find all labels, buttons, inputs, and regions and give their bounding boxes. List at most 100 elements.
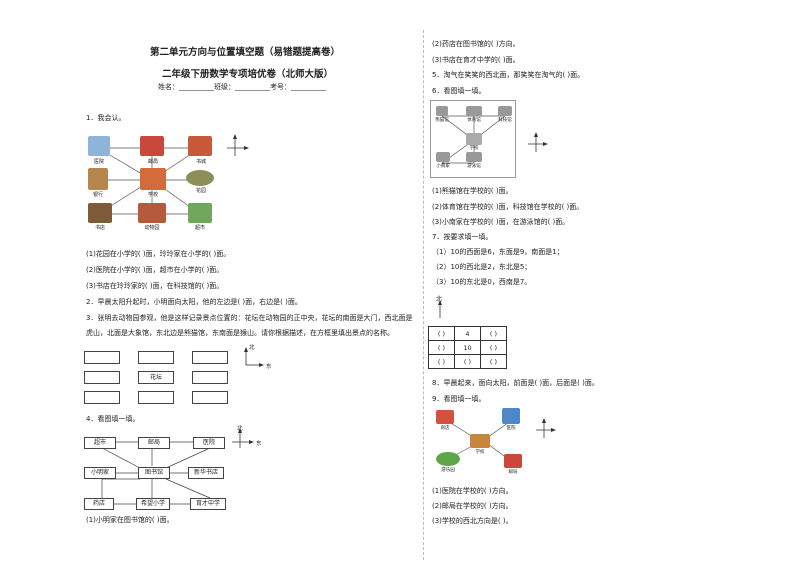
school-building-icon (140, 168, 166, 190)
q4-box-hope-school: 希望小学 (136, 498, 170, 510)
q3-answer-box-se[interactable] (192, 391, 228, 404)
q9-text: 9．看图填一填。 (432, 395, 486, 403)
q6-label: 科技馆 (498, 118, 512, 123)
page-title: 第二单元方向与位置填空题（易错题提高卷） (150, 47, 341, 58)
q4-east-label: 东 (256, 441, 262, 447)
q4-box-pharmacy: 药店 (84, 498, 114, 510)
xiaonan-home-icon (436, 152, 450, 162)
q4-box-xiaoming-home: 小明家 (84, 467, 116, 479)
q6-text: 6．看图填一填。 (432, 87, 486, 95)
q7-grid-cell[interactable]: ( ) (428, 354, 455, 369)
zoo-building-icon (138, 203, 166, 223)
q2-text: 2．早晨太阳升起时，小明面向太阳，他的左边是( )面，右边是( )面。 (86, 298, 302, 306)
q1-sub3: (3)书店在玲玲家的( )面，在科技馆的( )面。 (86, 282, 224, 290)
q1-text: 1．我会认。 (86, 114, 126, 122)
q4-box-supermarket: 超市 (84, 437, 116, 449)
q4-sub3: (3)书店在育才中学的( )面。 (432, 56, 520, 64)
q7-grid-cell[interactable]: ( ) (454, 354, 481, 369)
map-label: 学校 (147, 192, 158, 198)
map-label: 邮局 (147, 159, 158, 165)
q6-sub2: (2)体育馆在学校的( )面，科技馆在学校的( )面。 (432, 203, 584, 211)
q8-text: 8．早晨起来，面向太阳，前面是( )面，后面是( )面。 (432, 379, 599, 387)
q7-grid-cell[interactable]: ( ) (480, 340, 507, 355)
q4-sub1: (1)小明家在图书馆的( )面。 (86, 516, 174, 524)
science-museum-icon (498, 106, 512, 116)
bookshop-building-icon (88, 203, 112, 223)
q3-answer-box-e[interactable] (192, 371, 228, 384)
shop-building-icon (436, 410, 454, 424)
q3-answer-box-nw[interactable] (84, 351, 120, 364)
q4-text: 4．看图填一填。 (86, 415, 140, 423)
q6-label: 学校 (469, 146, 479, 151)
garden-icon (186, 170, 214, 186)
q7-line2: （2）10的西北是2，东北是5； (432, 263, 532, 271)
q4-box-library: 图书馆 (138, 467, 170, 479)
bookstore-building-icon (188, 136, 212, 156)
q3-answer-box-s[interactable] (138, 391, 174, 404)
q9-label: 邮局 (508, 470, 518, 475)
q9-sub2: (2)邮局在学校的( )方向。 (432, 502, 513, 510)
school-building-icon (466, 133, 482, 145)
hospital-building-icon (88, 136, 110, 156)
q9-sub3: (3)学校的西北方向是( )。 (432, 517, 513, 525)
q7-number-grid: ( ) 4 ( ) ( ) 10 ( ) ( ) ( ) ( ) (428, 326, 507, 369)
q3-line2: 虎山，北面是大象馆，东北边是熊猫馆，东南面是猴山。请你根据描述，在方框里填出景点… (86, 329, 394, 337)
q3-compass-icon (244, 347, 264, 367)
q3-answer-box-w[interactable] (84, 371, 120, 384)
q7-north-label: 北 (436, 296, 443, 303)
q7-north-arrow-icon (438, 300, 442, 318)
swimming-pool-icon (466, 152, 482, 162)
panda-house-icon (436, 106, 448, 116)
q3-east-label: 东 (266, 364, 272, 370)
post-office-building-icon (140, 136, 164, 156)
q7-line1: （1）10的西面是6，东面是9，南面是1； (432, 248, 564, 256)
q4-box-hospital: 医院 (193, 437, 225, 449)
map-label: 书城 (195, 159, 206, 165)
hospital-building-icon (502, 408, 520, 424)
q9-compass-icon (536, 418, 556, 438)
map-label: 医院 (93, 159, 104, 165)
q9-label: 学校 (475, 450, 485, 455)
q3-answer-box-sw[interactable] (84, 391, 120, 404)
map-label: 动物园 (144, 225, 160, 231)
q6-sub1: (1)熊猫馆在学校的( )面。 (432, 187, 513, 195)
q4-north-label: 北 (237, 426, 243, 432)
q1-sub1: (1)花园在小学的( )面，玲玲家在小学的( )面。 (86, 250, 231, 258)
post-office-building-icon (504, 454, 522, 468)
q4-compass-icon (232, 428, 254, 448)
q7-line3: （3）10的东北是0，西南是7。 (432, 278, 532, 286)
q6-label: 体育馆 (467, 118, 481, 123)
map-label: 花园 (195, 188, 206, 194)
map-label: 书店 (94, 225, 105, 231)
gym-building-icon (466, 106, 482, 116)
student-info-fields: 姓名：__________班级：__________考号：__________ (158, 83, 326, 91)
q6-compass-icon (528, 132, 548, 152)
bank-building-icon (88, 168, 108, 190)
page-subtitle: 二年级下册数学专项培优卷（北师大版） (162, 69, 334, 80)
q7-text: 7．按要求填一填。 (432, 233, 493, 241)
q3-answer-box-ne[interactable] (192, 351, 228, 364)
q4-box-post-office: 邮局 (138, 437, 170, 449)
q4-box-xinhua-bookstore: 新华书店 (188, 467, 224, 479)
map-label: 银行 (92, 192, 103, 198)
supermarket-building-icon (188, 203, 212, 223)
q3-north-label: 北 (249, 345, 255, 351)
q9-sub1: (1)医院在学校的( )方向。 (432, 487, 513, 495)
q9-label: 商店 (440, 426, 450, 431)
q1-compass-icon (227, 134, 249, 156)
q6-map-frame (430, 100, 516, 178)
q6-sub3: (3)小南家在学校的( )面，在游泳馆的( )面。 (432, 218, 570, 226)
q7-grid-cell[interactable]: ( ) (480, 354, 507, 369)
amusement-park-icon (436, 452, 460, 466)
q1-sub2: (2)医院在小学的( )面，超市在小学的( )面。 (86, 266, 224, 274)
q9-label: 医院 (506, 426, 516, 431)
q6-label: 游泳馆 (467, 164, 481, 169)
q3-center-box: 花坛 (138, 371, 174, 384)
school-building-icon (470, 434, 490, 448)
column-divider (423, 30, 424, 560)
map-label: 超市 (194, 225, 205, 231)
q3-answer-box-n[interactable] (138, 351, 174, 364)
q3-line1: 3．张明去动物园参观，他是这样记录景点位置的：花坛在动物园的正中央，花坛的南面是… (86, 314, 413, 322)
